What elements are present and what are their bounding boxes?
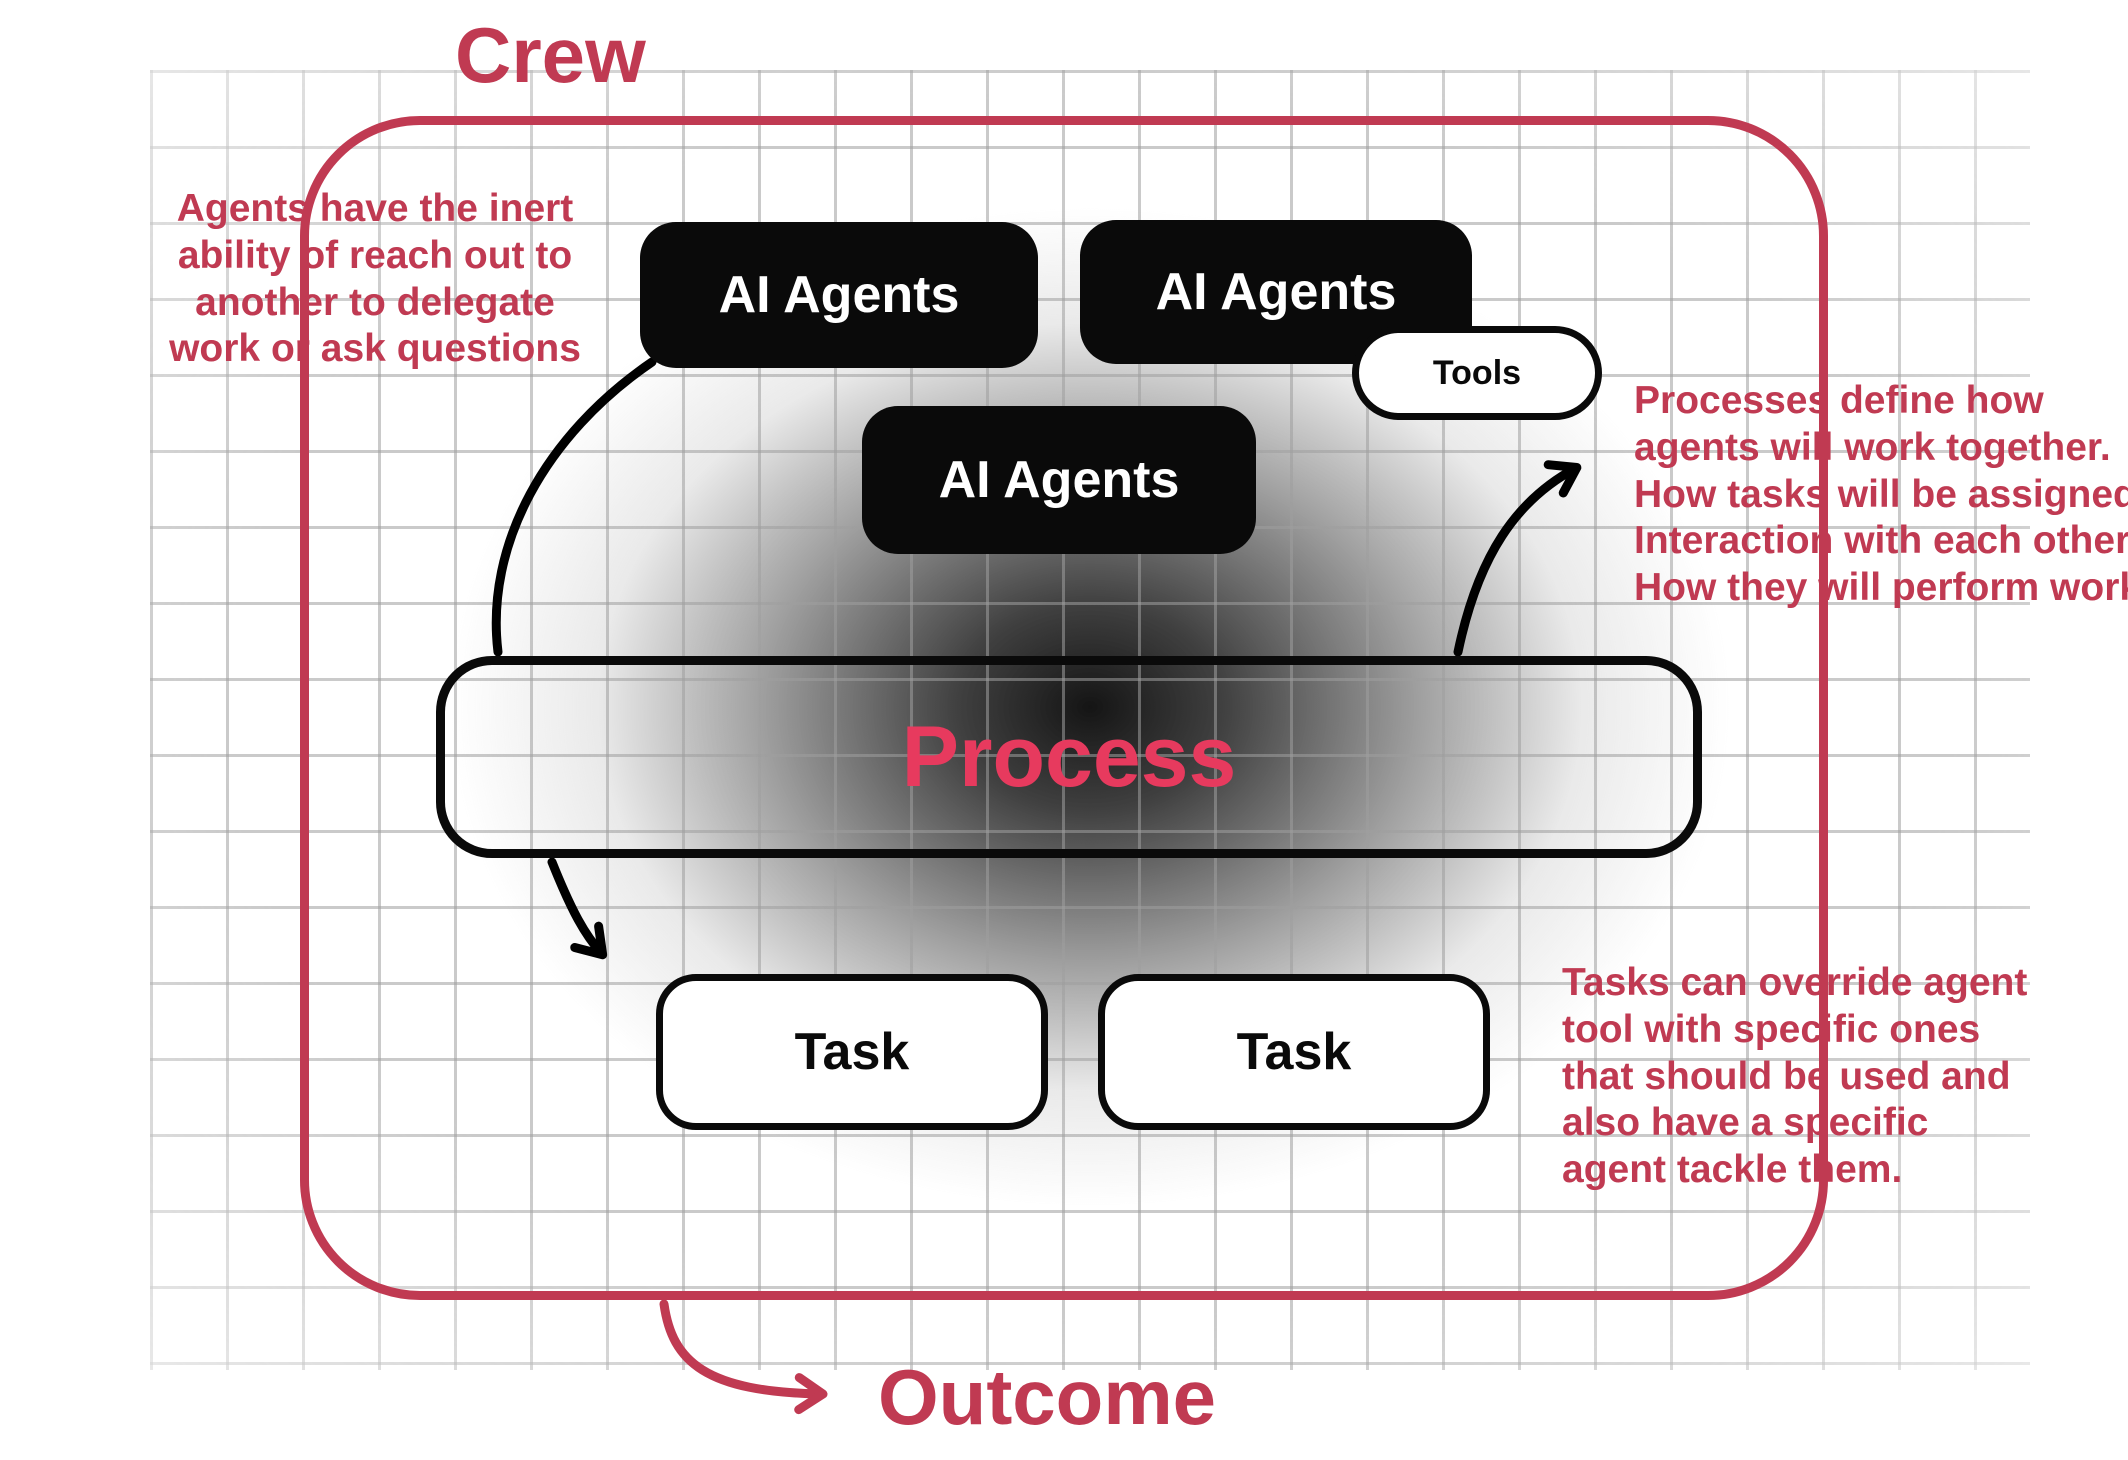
annotation-line: Agents have the inert [176,187,574,230]
annotation-line: How they will perform work. [1634,566,2128,610]
annotation-line: another to delegate [195,280,555,324]
tools-pill: Tools [1352,326,1602,420]
task-box-2: Task [1098,974,1490,1130]
annotation-tasks: Tasks can override agent tool with speci… [1562,960,2062,1194]
annotation-line: agent tackle them. [1562,1148,1903,1192]
ai-agents-box-3: AI Agents [862,406,1256,554]
ai-agents-label: AI Agents [718,266,960,324]
annotation-delegation: Agents have the inert ability of reach o… [150,186,600,373]
annotation-line: Interaction with each other. [1634,519,2128,563]
annotation-line: ability of reach out to [177,233,573,277]
outcome-title: Outcome [878,1353,1217,1441]
crew-boundary-frame [300,116,1828,1300]
annotation-line: How tasks will be assigned. [1634,472,2128,516]
task-label: Task [794,1023,910,1081]
annotation-line: Tasks can override agent [1562,961,2028,1004]
process-box: Process [436,656,1702,858]
tools-label: Tools [1432,353,1522,392]
annotation-line: also have a specific [1562,1101,1929,1145]
ai-agents-box-1: AI Agents [640,222,1038,368]
ai-agents-label: AI Agents [1155,263,1397,321]
crew-title: Crew [455,11,646,99]
process-label: Process [901,708,1237,805]
annotation-line: tool with specific ones [1562,1007,1981,1051]
annotation-line: agents will work together. [1634,425,2111,469]
task-box-1: Task [656,974,1048,1130]
annotation-line: that should be used and [1562,1054,2011,1098]
annotation-line: Processes define how [1634,379,2044,422]
task-label: Task [1236,1023,1352,1081]
annotation-line: work or ask questions [169,327,581,371]
ai-agents-label: AI Agents [938,451,1180,509]
annotation-process: Processes define how agents will work to… [1634,378,2128,612]
